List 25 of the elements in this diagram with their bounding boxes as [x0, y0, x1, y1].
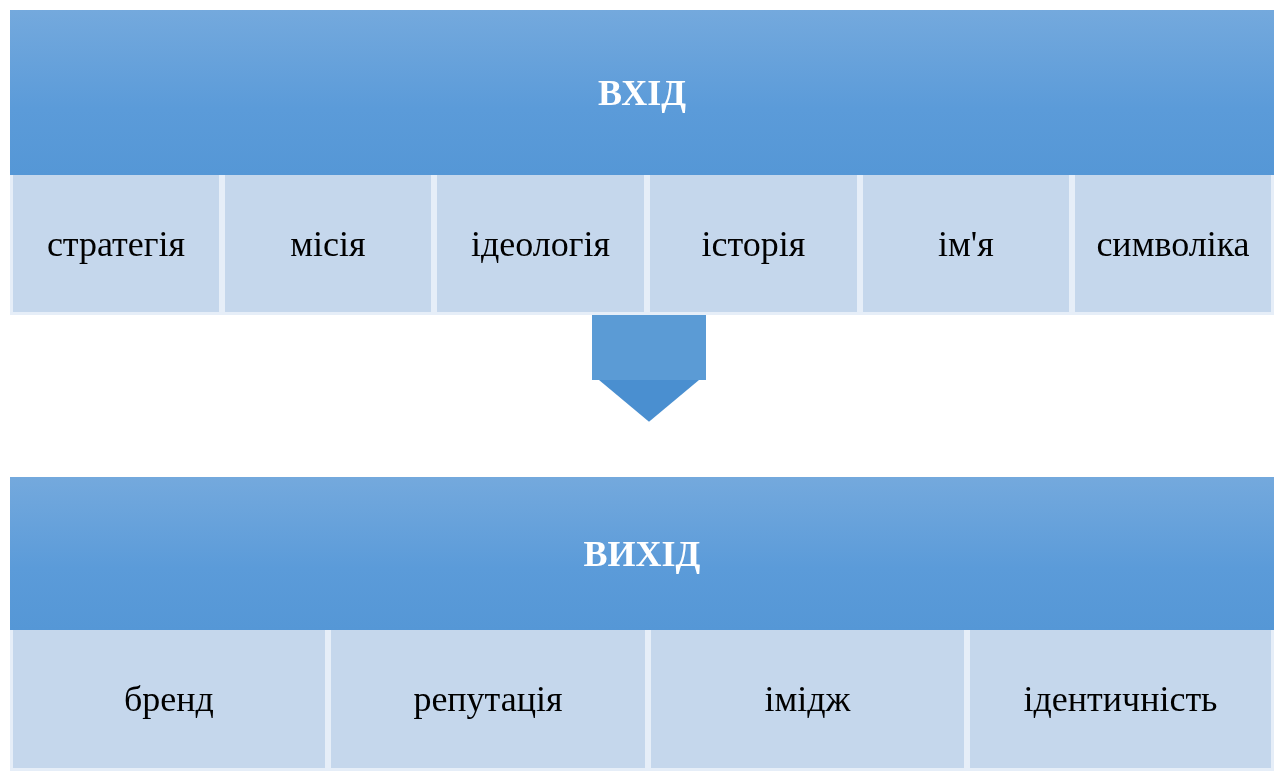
heading: ВХІД — [598, 71, 686, 114]
block-arrow — [592, 315, 706, 422]
cell — [434, 175, 647, 315]
heading: ВИХІД — [583, 532, 701, 575]
cell — [1072, 175, 1274, 315]
panel — [10, 10, 1274, 315]
cell-text: ім'я — [938, 222, 994, 265]
cell-text: ідентичність — [1023, 678, 1218, 720]
cell — [10, 175, 222, 315]
cell — [967, 630, 1274, 771]
cell — [222, 175, 434, 315]
cell-text: місія — [290, 222, 366, 265]
cell — [10, 630, 328, 771]
cell-text: імідж — [764, 678, 851, 720]
cell — [328, 630, 648, 771]
cell — [860, 175, 1072, 315]
panel — [10, 477, 1274, 771]
cell-text: бренд — [124, 678, 214, 720]
cell-text: історія — [701, 222, 806, 265]
cell-text: ідеологія — [470, 222, 611, 265]
cell-text: стратегія — [46, 222, 186, 265]
cell — [648, 630, 967, 771]
cell-text: репутація — [413, 678, 563, 720]
cell-text: символіка — [1096, 222, 1250, 265]
cell — [647, 175, 860, 315]
